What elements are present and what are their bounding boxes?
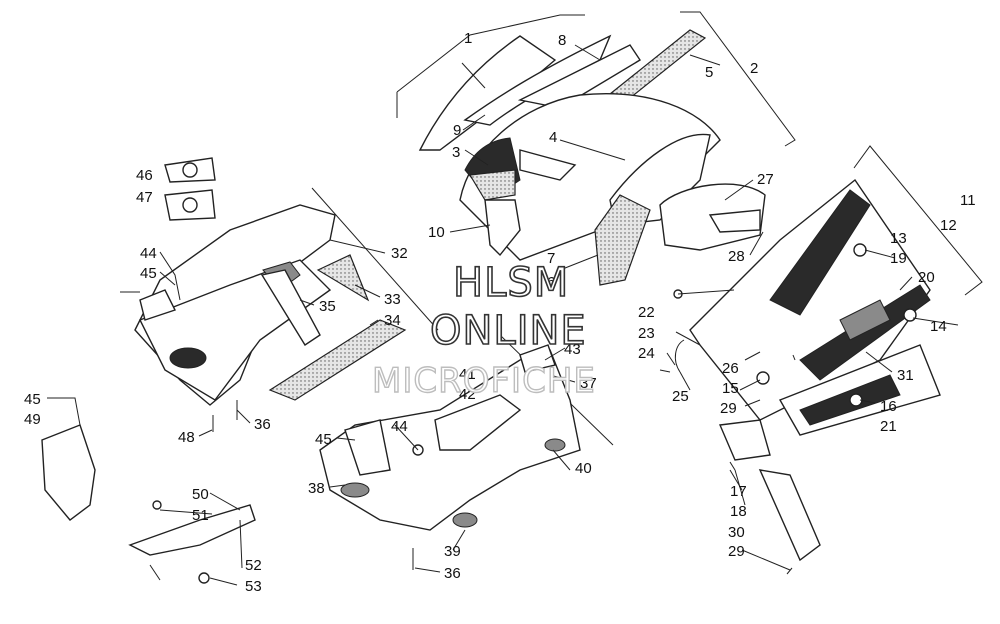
part-30-strip <box>758 469 821 562</box>
callout-label: 37 <box>580 375 597 392</box>
callout-label: 36 <box>444 565 461 582</box>
callout-label: 53 <box>245 578 262 595</box>
part-49-panel <box>41 424 96 521</box>
callout-label: 48 <box>178 429 195 446</box>
lower-belly <box>319 344 581 531</box>
callout-label: 45 <box>140 265 157 282</box>
part-7-pad <box>594 194 651 286</box>
belly-pan-assembly <box>134 157 407 406</box>
callout-label: 23 <box>638 325 655 342</box>
callout-label: 18 <box>730 503 747 520</box>
callout-label: 22 <box>638 304 655 321</box>
callout-label: 19 <box>890 250 907 267</box>
callout-label: 44 <box>391 418 408 435</box>
part-44-bracket <box>344 419 391 476</box>
hood-assembly <box>418 29 721 286</box>
callout-label: 11 <box>960 192 976 209</box>
callout-label: 24 <box>638 345 655 362</box>
callout-label: 15 <box>722 380 739 397</box>
callout-label: 8 <box>558 32 566 49</box>
callout-label: 10 <box>428 224 445 241</box>
watermark-line-2: ONLINE <box>430 308 587 354</box>
callout-label: 5 <box>705 64 713 81</box>
callout-label: 7 <box>547 250 555 267</box>
callout-label: 32 <box>391 245 408 262</box>
callout-label: 40 <box>575 460 592 477</box>
callout-label: 52 <box>245 557 262 574</box>
callout-label: 3 <box>452 144 460 161</box>
callout-label: 4 <box>549 129 557 146</box>
callout-label: 36 <box>254 416 271 433</box>
callout-label: 9 <box>453 122 461 139</box>
callout-label: 41 <box>459 366 476 383</box>
callout-labels: 1 2 3 4 5 6 7 8 9 10 11 12 13 14 15 16 1… <box>24 30 976 595</box>
part-41-guard <box>434 394 522 451</box>
watermark-line-1: HLSM <box>453 260 569 306</box>
callout-label: 49 <box>24 411 41 428</box>
part-10-side <box>484 199 521 257</box>
callout-label: 33 <box>384 291 401 308</box>
callout-label: 6 <box>547 274 555 291</box>
callout-label: 17 <box>730 483 747 500</box>
leader-lines <box>47 44 959 586</box>
callout-label: 42 <box>459 386 476 403</box>
callout-label: 31 <box>897 367 914 384</box>
callout-label: 35 <box>319 298 336 315</box>
callout-label: 47 <box>136 189 153 206</box>
fasteners <box>120 291 796 575</box>
part-50-bracket <box>128 504 256 556</box>
callout-label: 12 <box>940 217 957 234</box>
callout-label: 27 <box>757 171 774 188</box>
callout-label: 45 <box>24 391 41 408</box>
callout-label: 14 <box>930 318 947 335</box>
callout-label: 20 <box>918 269 935 286</box>
callout-label: 45 <box>315 431 332 448</box>
callout-label: 29 <box>728 543 745 560</box>
callout-label: 13 <box>890 230 907 247</box>
callout-label: 43 <box>564 341 581 358</box>
callout-label: 30 <box>728 524 745 541</box>
part-34-pad <box>268 319 407 401</box>
callout-label: 1 <box>464 30 472 47</box>
callout-label: 34 <box>384 312 401 329</box>
callout-label: 16 <box>880 398 897 415</box>
part-17-bracket <box>718 419 771 461</box>
callout-label: 25 <box>672 388 689 405</box>
callout-label: 50 <box>192 486 209 503</box>
callout-label: 26 <box>722 360 739 377</box>
callout-label: 2 <box>750 60 758 77</box>
callout-label: 51 <box>192 507 209 524</box>
part-35-strip <box>260 269 321 346</box>
callout-label: 46 <box>136 167 153 184</box>
part-1-decal <box>418 35 557 151</box>
lower-left-parts <box>41 424 256 584</box>
part-8-strip <box>463 34 612 126</box>
callout-label: 44 <box>140 245 157 262</box>
callout-label: 21 <box>880 418 897 435</box>
callout-label: 28 <box>728 248 745 265</box>
callout-label: 38 <box>308 480 325 497</box>
callout-label: 39 <box>444 543 461 560</box>
side-panel-assembly <box>659 178 941 562</box>
watermark: HLSM ONLINE MICROFICHE <box>371 259 596 402</box>
part-33-pad <box>316 254 370 302</box>
callout-label: 29 <box>720 400 737 417</box>
watermark-line-3: MICROFICHE <box>372 361 596 401</box>
